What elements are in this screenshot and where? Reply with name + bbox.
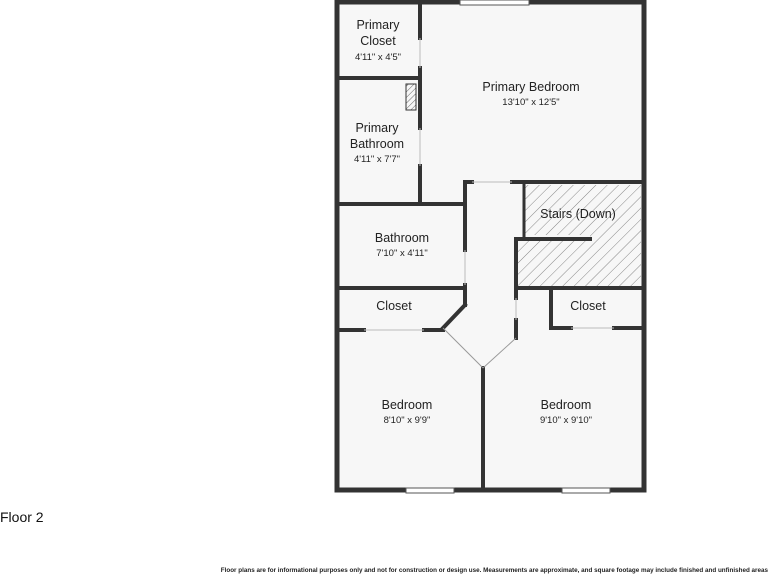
- room-primary-bathroom: Primary Bathroom 4'11" x 7'7": [350, 121, 404, 165]
- stairs-hatch: [516, 185, 641, 286]
- room-dimensions: 9'10" x 9'10": [540, 415, 592, 426]
- room-dimensions: 7'10" x 4'11": [376, 248, 427, 259]
- room-name: Primary Bedroom: [482, 80, 579, 94]
- room-name: Primary: [355, 121, 399, 135]
- walls: [334, 0, 647, 493]
- room-primary-closet: Primary Closet 4'11" x 4'5": [355, 18, 401, 63]
- room-name: Bedroom: [541, 398, 592, 412]
- room-primary-bedroom: Primary Bedroom 13'10" x 12'5": [482, 80, 579, 108]
- floor-label: Floor 2: [0, 509, 44, 525]
- room-name: Closet: [376, 299, 412, 313]
- room-name: Closet: [570, 299, 606, 313]
- room-stairs: Stairs (Down): [540, 207, 616, 221]
- room-name: Bathroom: [350, 137, 404, 151]
- room-bedroom-right: Bedroom 9'10" x 9'10": [540, 398, 592, 426]
- room-name: Stairs (Down): [540, 207, 616, 221]
- room-dimensions: 13'10" x 12'5": [502, 97, 559, 108]
- room-bathroom: Bathroom 7'10" x 4'11": [375, 231, 429, 259]
- disclaimer-text: Floor plans are for informational purpos…: [220, 567, 768, 574]
- duct-hatch: [405, 83, 417, 111]
- room-name: Closet: [360, 34, 396, 48]
- room-name: Primary: [356, 18, 400, 32]
- room-closet-right: Closet: [570, 299, 606, 313]
- room-dimensions: 4'11" x 7'7": [354, 154, 400, 165]
- room-name: Bedroom: [382, 398, 433, 412]
- room-dimensions: 8'10" x 9'9": [384, 415, 431, 426]
- room-closet-left: Closet: [376, 299, 412, 313]
- room-bedroom-left: Bedroom 8'10" x 9'9": [382, 398, 433, 426]
- room-name: Bathroom: [375, 231, 429, 245]
- room-dimensions: 4'11" x 4'5": [355, 52, 401, 63]
- openings: [364, 0, 614, 494]
